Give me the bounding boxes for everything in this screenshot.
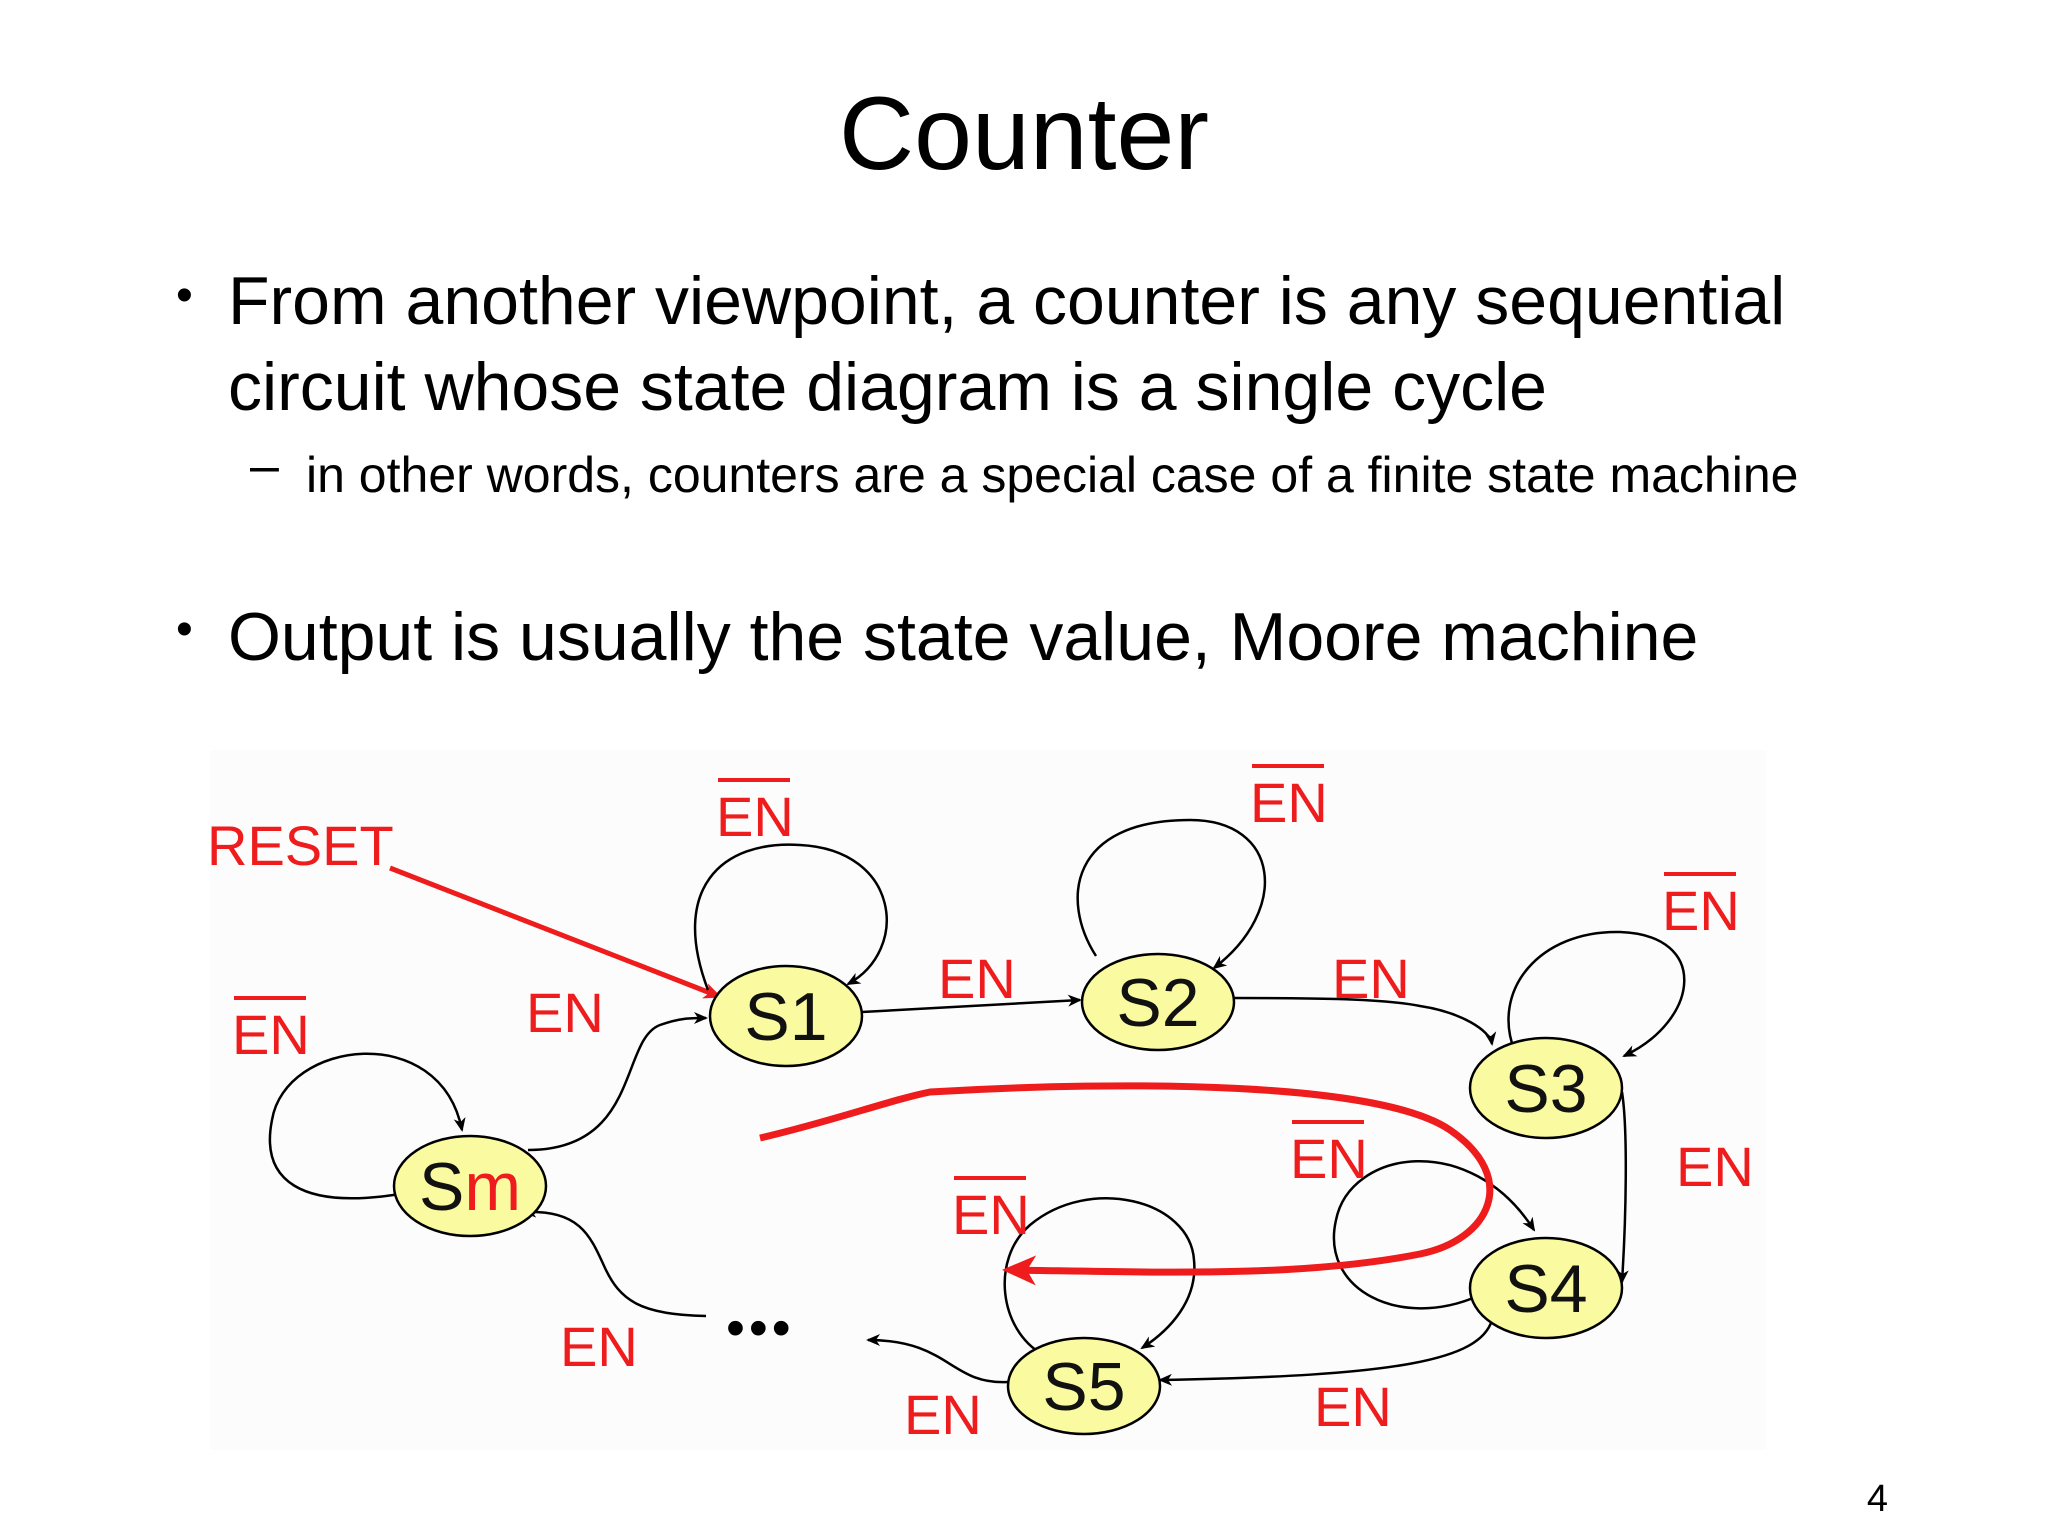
bullet-marker: • [176,603,193,656]
self-loop-s5 [1003,1197,1196,1356]
state-s4 [1468,1236,1624,1340]
sub-bullet-text: in other words, counters are a special c… [306,447,1799,503]
label-en-bar-s1: EN [716,785,794,848]
edge-s3-s4 [1616,1091,1629,1284]
edge-sm-s1 [527,1012,708,1152]
page-number: 4 [1866,1478,1888,1520]
self-loop-s1 [693,843,888,991]
state-sm-label: Sm [419,1149,521,1225]
state-s2-label: S2 [1116,965,1199,1041]
label-en-sm-s1: EN [526,981,604,1044]
self-loop-s2 [1076,818,1267,970]
state-s1 [708,964,864,1068]
state-s3 [1468,1036,1624,1140]
edge-s4-s5 [1158,1319,1494,1386]
reset-arrow [389,865,722,999]
cycle-arrow [759,1082,1494,1286]
label-en-bar-sm: EN [232,1003,310,1066]
state-s3-label: S3 [1504,1051,1587,1127]
self-loop-sm [268,1052,466,1200]
label-en-bar-s4: EN [1290,1127,1368,1190]
state-sm [392,1134,548,1238]
state-sm-suffix: m [464,1149,521,1225]
state-s5 [1006,1336,1162,1436]
bullet-2-text: Output is usually the state value, Moore… [228,599,1699,675]
label-en-bar-s5: EN [952,1183,1030,1246]
state-s4-label: S4 [1504,1251,1587,1327]
reset-label: RESET [207,814,394,877]
label-en-s3-s4: EN [1676,1135,1754,1198]
label-en-s5-dots: EN [904,1383,982,1446]
bullet-marker: • [176,269,193,322]
label-en-dots-sm: EN [560,1315,638,1378]
edge-s1-s2 [861,994,1082,1014]
label-en-s2-s3: EN [1332,947,1410,1010]
edge-dots-sm [522,1205,707,1318]
state-sm-prefix: S [419,1149,464,1225]
label-en-bar-s3: EN [1662,879,1740,942]
self-loop-s3 [1507,930,1686,1058]
ellipsis-dots: ••• [726,1298,795,1358]
label-en-s4-s5: EN [1314,1375,1392,1438]
edge-s5-dots [866,1334,1009,1384]
bullet-1-text: From another viewpoint, a counter is any… [228,263,1786,425]
state-s5-label: S5 [1042,1349,1125,1425]
state-s2 [1080,952,1236,1052]
edge-s2-s3 [1233,996,1497,1046]
self-loop-s4 [1332,1160,1536,1310]
sub-bullet-marker: – [250,437,279,495]
state-s1-label: S1 [744,979,827,1055]
label-en-bar-s2: EN [1250,771,1328,834]
slide-title: Counter [839,76,1209,192]
label-en-s1-s2: EN [938,947,1016,1010]
